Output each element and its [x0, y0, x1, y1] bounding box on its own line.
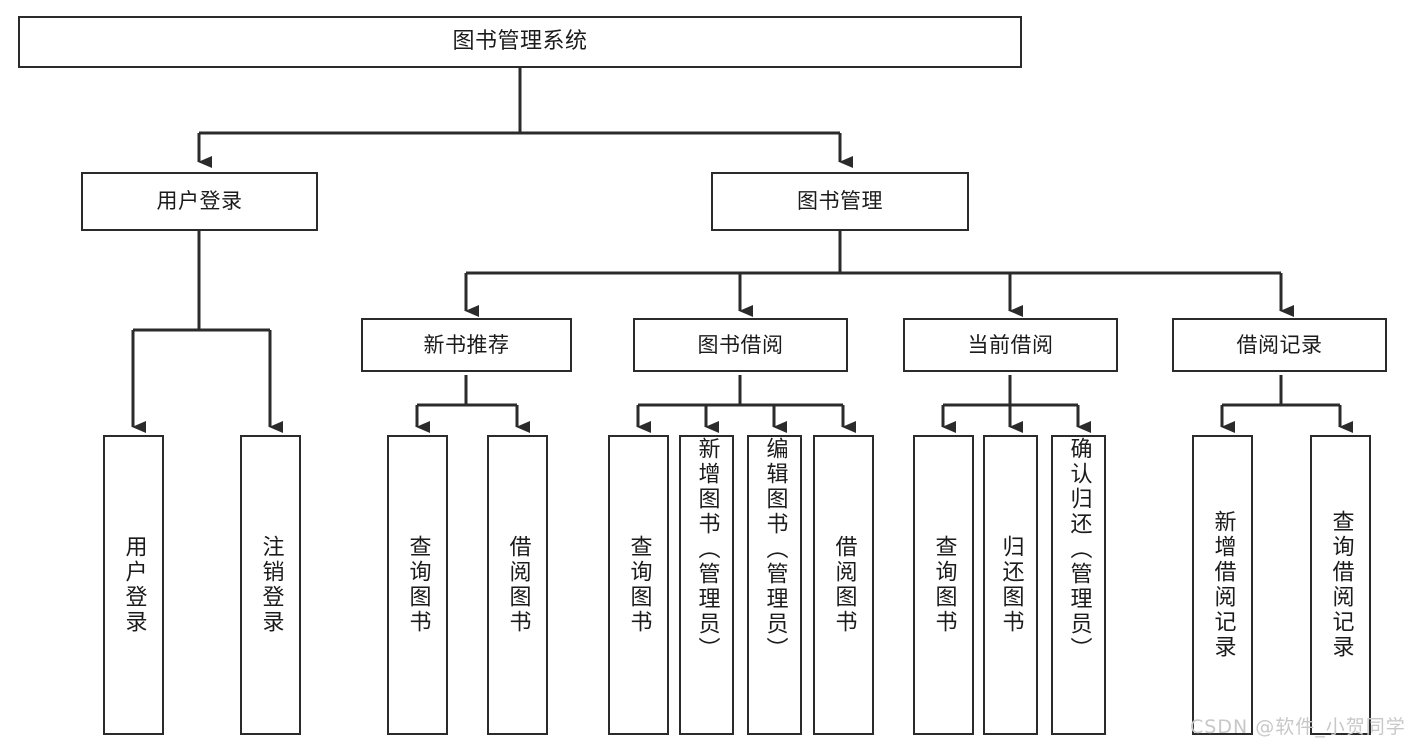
node-label: 借阅记录 [1236, 332, 1323, 357]
leaf-user-login-login[interactable]: 用户登录 [103, 435, 164, 735]
node-book-management[interactable]: 图书管理 [711, 172, 969, 231]
node-label: 确认归还（管理员） [1066, 437, 1092, 662]
node-book-borrow[interactable]: 图书借阅 [633, 318, 848, 372]
leaf-borrow-record-query-record[interactable]: 查询借阅记录 [1310, 435, 1371, 735]
node-label: 新书推荐 [423, 332, 510, 357]
node-user-login[interactable]: 用户登录 [81, 172, 318, 231]
node-root-book-management-system[interactable]: 图书管理系统 [18, 16, 1022, 68]
leaf-book-borrow-borrow-book[interactable]: 借阅图书 [813, 435, 874, 735]
node-label: 图书借阅 [697, 332, 784, 357]
node-current-borrow[interactable]: 当前借阅 [903, 318, 1118, 372]
node-borrow-record[interactable]: 借阅记录 [1172, 318, 1387, 372]
leaf-current-borrow-query-book[interactable]: 查询图书 [913, 435, 974, 735]
node-label: 编辑图书（管理员） [762, 437, 788, 662]
node-label: 借阅图书 [505, 535, 531, 635]
node-label: 归还图书 [998, 535, 1024, 635]
leaf-new-book-borrow-book[interactable]: 借阅图书 [487, 435, 548, 735]
node-label: 查询图书 [931, 535, 957, 635]
node-label: 图书管理 [797, 189, 883, 214]
node-label: 查询图书 [405, 535, 431, 635]
leaf-current-borrow-return-book[interactable]: 归还图书 [983, 435, 1038, 735]
node-label: 借阅图书 [831, 535, 857, 635]
node-label: 图书管理系统 [452, 29, 588, 55]
node-label: 用户登录 [156, 189, 243, 214]
leaf-new-book-query-book[interactable]: 查询图书 [387, 435, 448, 735]
node-label: 查询借阅记录 [1328, 510, 1354, 660]
node-label: 新增借阅记录 [1210, 510, 1236, 660]
node-label: 注销登录 [258, 535, 284, 635]
leaf-book-borrow-add-book-admin[interactable]: 新增图书（管理员） [679, 435, 734, 735]
leaf-borrow-record-add-record[interactable]: 新增借阅记录 [1192, 435, 1253, 735]
node-label: 新增图书（管理员） [694, 437, 720, 662]
leaf-current-borrow-confirm-return-admin[interactable]: 确认归还（管理员） [1051, 435, 1106, 735]
node-label: 当前借阅 [967, 332, 1054, 357]
leaf-user-login-logout[interactable]: 注销登录 [240, 435, 301, 735]
leaf-book-borrow-query-book[interactable]: 查询图书 [608, 435, 669, 735]
node-label: 用户登录 [121, 535, 147, 635]
node-new-book-recommend[interactable]: 新书推荐 [361, 318, 572, 372]
leaf-book-borrow-edit-book-admin[interactable]: 编辑图书（管理员） [747, 435, 802, 735]
node-label: 查询图书 [626, 535, 652, 635]
